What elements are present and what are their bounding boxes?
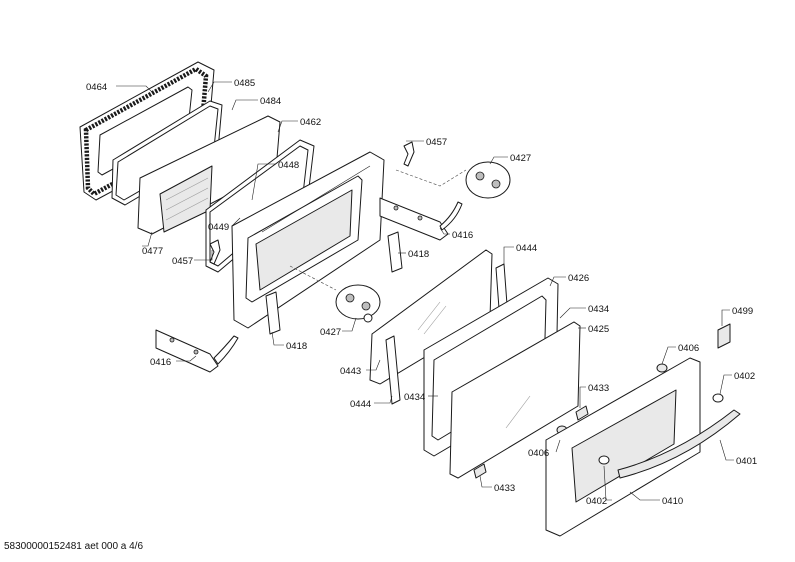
- callout-0444: 0444: [350, 399, 371, 410]
- callout-0402: 0402: [586, 496, 607, 507]
- callout-0406: 0406: [678, 343, 699, 354]
- part-0402-mount-upper: [712, 393, 724, 403]
- callout-0449: 0449: [208, 222, 229, 233]
- document-id-footer: 58300000152481 aet 000 a 4/6: [4, 541, 144, 552]
- part-0425-glass: [449, 321, 581, 479]
- callout-0462: 0462: [300, 117, 321, 128]
- part-inner-door-frame: [231, 151, 385, 329]
- callout-0401: 0401: [736, 456, 757, 467]
- callout-0433: 0433: [494, 483, 515, 494]
- callout-0426: 0426: [568, 273, 589, 284]
- callout-0427: 0427: [510, 153, 531, 164]
- callout-0484: 0484: [260, 96, 281, 107]
- callout-0416: 0416: [150, 357, 171, 368]
- part-0444-strip-left: [385, 335, 401, 405]
- part-0402-mount-lower: [598, 455, 610, 465]
- callout-0418: 0418: [408, 249, 429, 260]
- callout-0418: 0418: [286, 341, 307, 352]
- part-0433-clip-upper: [575, 405, 589, 421]
- part-0427-hinge-cover-upper: [465, 161, 511, 199]
- part-0416-hinge-left: [155, 329, 239, 373]
- callout-0416: 0416: [452, 230, 473, 241]
- callout-0427: 0427: [320, 327, 341, 338]
- callout-0499: 0499: [732, 306, 753, 317]
- callout-0464: 0464: [86, 82, 107, 93]
- part-0418-bracket-upper: [387, 231, 403, 273]
- part-0499-label: [717, 323, 731, 349]
- callout-0457: 0457: [172, 256, 193, 267]
- part-0401-handle: [617, 409, 741, 479]
- callout-0457: 0457: [426, 137, 447, 148]
- callout-0425: 0425: [588, 324, 609, 335]
- leader-lines: [116, 81, 734, 501]
- part-0416-hinge-right: [379, 197, 463, 241]
- part-0406-bumper-upper: [656, 363, 668, 373]
- callout-0448: 0448: [278, 160, 299, 171]
- part-0418-bracket-lower: [265, 291, 281, 335]
- callout-labels: 0464 0485 0484 0462 0448 0457 0427 0477 …: [86, 78, 757, 507]
- callout-0434: 0434: [404, 392, 425, 403]
- part-0457-clip-upper: [403, 141, 415, 167]
- callout-0485: 0485: [234, 78, 255, 89]
- callout-0477: 0477: [142, 246, 163, 257]
- part-0433-clip-lower: [473, 463, 487, 479]
- callout-0434: 0434: [588, 304, 609, 315]
- part-0410-outer-door: [545, 357, 701, 537]
- callout-0444: 0444: [516, 243, 537, 254]
- callout-0406: 0406: [528, 448, 549, 459]
- callout-0433: 0433: [588, 383, 609, 394]
- part-0457-clip-lower: [209, 239, 221, 265]
- part-0427-hinge-cover-lower: [335, 284, 381, 323]
- callout-0402: 0402: [734, 371, 755, 382]
- callout-0443: 0443: [340, 366, 361, 377]
- callout-0410: 0410: [662, 496, 683, 507]
